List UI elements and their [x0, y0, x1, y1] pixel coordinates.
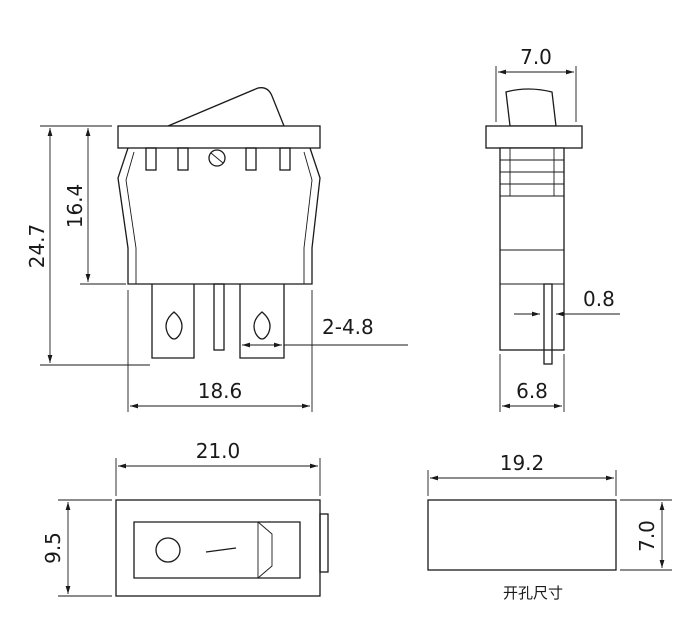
top-rocker-face [133, 521, 301, 579]
dim-side-bottom-width: 6.8 [516, 379, 548, 403]
cutout-caption: 开孔尺寸 [503, 584, 563, 602]
side-terminal [543, 283, 553, 365]
dim-side-top-width: 7.0 [520, 45, 552, 69]
on-symbol-icon [205, 547, 237, 553]
dim-height-total: 24.7 [25, 224, 49, 269]
side-actuator [505, 88, 557, 127]
screw-icon [208, 149, 226, 167]
front-view [117, 87, 321, 359]
front-flange [117, 125, 321, 149]
rocker-actuator [167, 87, 285, 127]
dim-top-height: 9.5 [41, 532, 65, 564]
dim-cutout-width: 19.2 [500, 451, 545, 475]
side-dimensions: 7.0 0.8 6.8 [495, 45, 620, 412]
top-frame [115, 499, 321, 597]
terminal-left [151, 284, 195, 359]
top-dimensions: 21.0 9.5 [41, 439, 321, 597]
dim-body-width: 18.6 [198, 379, 243, 403]
side-view [485, 88, 583, 365]
side-flange [485, 125, 583, 149]
dim-top-width: 21.0 [196, 439, 241, 463]
dim-terminal-width: 2-4.8 [322, 315, 374, 339]
dim-terminal-thickness: 0.8 [583, 287, 615, 311]
dim-height-body: 16.4 [63, 184, 87, 229]
top-view [115, 499, 329, 597]
dim-cutout-height: 7.0 [635, 520, 659, 552]
cutout-view: 19.2 7.0 开孔尺寸 [427, 451, 672, 602]
terminal-right [239, 284, 285, 359]
terminal-center [213, 283, 225, 351]
cutout-rect [427, 499, 617, 571]
front-dimensions: 24.7 16.4 2-4.8 18.6 [25, 125, 408, 412]
off-symbol-icon [155, 537, 181, 563]
